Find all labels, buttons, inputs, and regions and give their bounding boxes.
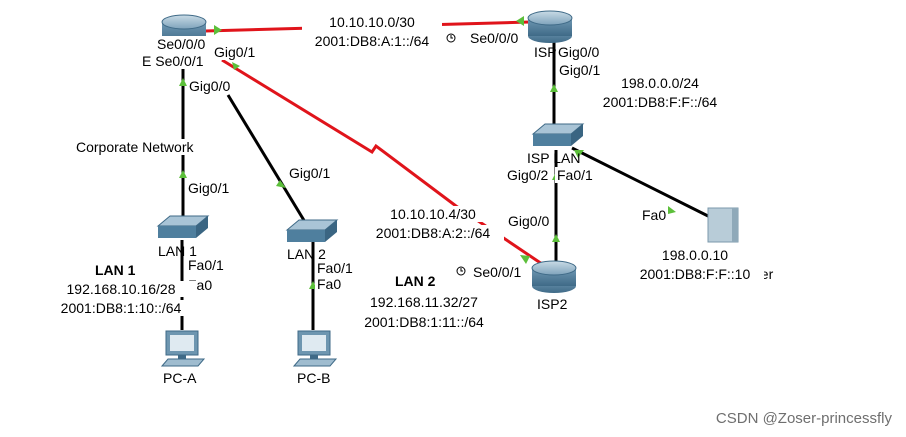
corporate-network-label: Corporate Network [74, 139, 196, 155]
port-lan1-gig01: Gig0/1 [186, 180, 232, 196]
router-icon[interactable] [531, 260, 577, 293]
isp-name: ISP [534, 44, 557, 60]
lan2-switch-name: LAN 2 [287, 246, 326, 262]
port-pcb-fa0: Fa0 [315, 276, 344, 292]
pc-icon[interactable] [160, 330, 206, 367]
link-up-marker [179, 170, 187, 178]
router-icon[interactable] [527, 10, 573, 43]
clock-icon [446, 33, 456, 43]
link-up-marker [516, 16, 524, 26]
link-up-marker [276, 180, 286, 188]
port-server-fa0: Fa0 [640, 207, 669, 223]
switch-icon[interactable] [156, 215, 210, 238]
link-up-marker [179, 78, 187, 86]
lan1-v6: 2001:DB8:1:10::/64 [46, 300, 196, 316]
link-up-marker [552, 234, 560, 242]
lan2-v6: 2001:DB8:1:11::/64 [350, 314, 498, 330]
port-lan2-fa01: Fa0/1 [315, 260, 355, 276]
isp2-name: ISP2 [537, 296, 568, 312]
port-isplan-fa01: Fa0/1 [555, 167, 595, 183]
net-r1-isp2-v6: 2001:DB8:A:2::/64 [362, 225, 504, 241]
port-isplan-gig02: Gig0/2 [505, 167, 551, 183]
switch-icon[interactable] [285, 219, 339, 242]
link-up-marker [668, 206, 676, 214]
link-up-marker [574, 150, 584, 158]
link-up-marker [520, 255, 530, 264]
net-r1-isp-v6: 2001:DB8:A:1::/64 [302, 33, 442, 49]
switch-icon[interactable] [531, 123, 585, 146]
port-r1-se000: Se0/0/0 [155, 36, 208, 52]
server-v6: 2001:DB8:F:F::10 [626, 266, 764, 282]
port-isp2-gig00: Gig0/0 [506, 213, 552, 229]
lan2-v4: 192.168.11.32/27 [350, 294, 498, 310]
port-isp2-se001: Se0/0/1 [471, 264, 524, 280]
lan1-switch-name: LAN 1 [158, 243, 197, 259]
port-isp-gig01: Gig0/1 [557, 62, 603, 78]
pc-icon[interactable] [292, 330, 338, 367]
server-icon[interactable] [707, 207, 739, 243]
port-isp-se000: Se0/0/0 [468, 30, 521, 46]
link-isplan-server[interactable] [571, 146, 713, 220]
net-isp-lan-v4: 198.0.0.0/24 [588, 75, 732, 91]
port-r1-gig01: Gig0/1 [212, 44, 258, 60]
net-r1-isp2-v4: 10.10.10.4/30 [362, 206, 504, 222]
lan1-title: LAN 1 [95, 262, 136, 278]
port-isp-gig00: Gig0/0 [556, 44, 602, 60]
link-up-marker [550, 84, 558, 92]
net-r1-isp-v4: 10.10.10.0/30 [302, 14, 442, 30]
clock-icon [456, 266, 466, 276]
isp-lan-name: ISP LAN [527, 150, 581, 166]
link-up-marker [232, 62, 240, 70]
net-isp-lan-v6: 2001:DB8:F:F::/64 [588, 94, 732, 110]
watermark: CSDN @Zoser-princessfly [715, 410, 892, 427]
port-r1-gig00: Gig0/0 [187, 78, 233, 94]
link-up-marker [214, 25, 222, 35]
lan1-v4: 192.168.10.16/28 [46, 281, 196, 297]
server-v4: 198.0.0.10 [626, 247, 764, 263]
pc-b-name: PC-B [297, 370, 331, 386]
port-r1-se001: E Se0/0/1 [140, 53, 206, 69]
port-lan1-fa01: Fa0/1 [186, 257, 226, 273]
link-r1-lan2[interactable] [226, 94, 307, 223]
lan2-title: LAN 2 [395, 273, 436, 289]
pc-a-name: PC-A [163, 370, 197, 386]
port-lan2-gig01: Gig0/1 [287, 165, 333, 181]
